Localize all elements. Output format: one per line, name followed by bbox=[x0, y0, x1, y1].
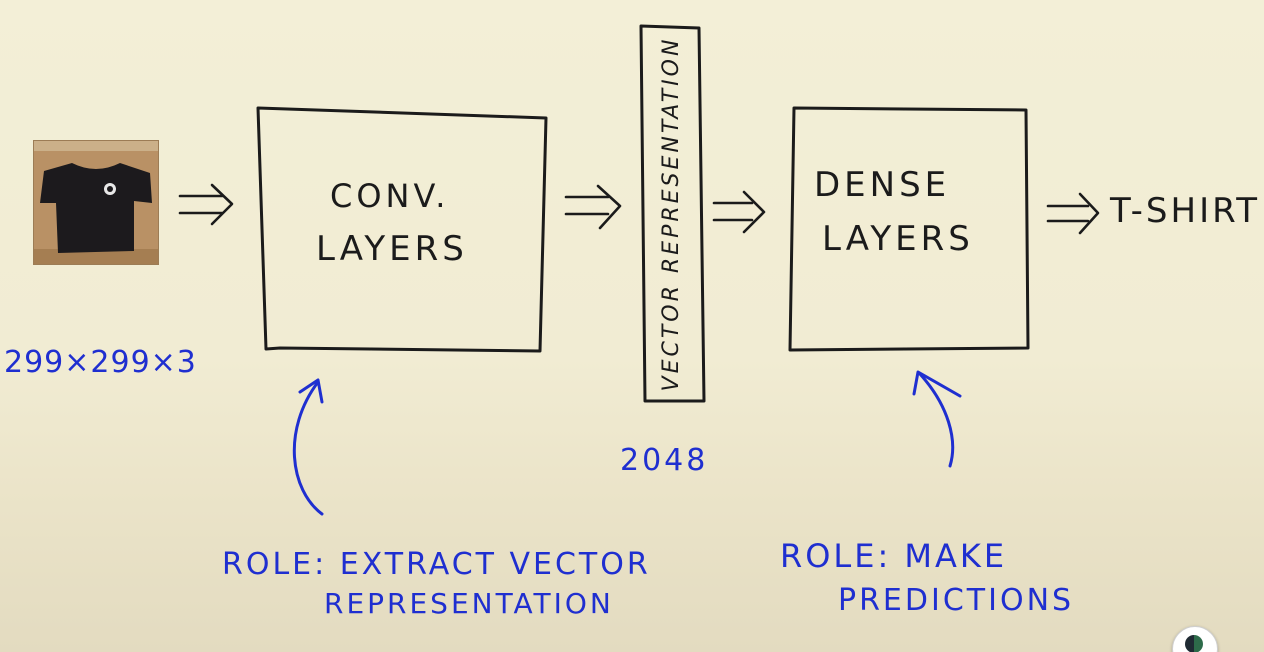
tshirt-icon bbox=[34, 141, 158, 264]
dense-role-line2: PREDICTIONS bbox=[838, 583, 1075, 618]
arrow-conv-to-vector bbox=[564, 184, 622, 230]
dense-role-arrow bbox=[918, 372, 955, 468]
conv-role-line2: REPRESENTATION bbox=[324, 587, 614, 620]
arrow-vector-to-dense bbox=[712, 190, 766, 234]
vector-dimension-label: 2048 bbox=[620, 443, 709, 478]
conv-role-line1: ROLE: EXTRACT VECTOR bbox=[222, 547, 651, 582]
vector-representation-label: VECTOR REPRESENTATION bbox=[659, 36, 684, 392]
arrow-image-to-conv bbox=[178, 183, 234, 226]
conv-role-arrow bbox=[292, 380, 324, 516]
conv-role-arrowhead bbox=[298, 378, 324, 404]
arrow-dense-to-output bbox=[1046, 192, 1100, 235]
output-label: T-SHIRT bbox=[1110, 191, 1261, 231]
input-size-label: 299×299×3 bbox=[4, 345, 197, 380]
dense-label-line2: LAYERS bbox=[822, 219, 974, 259]
dense-layers-box bbox=[788, 106, 1030, 352]
conv-label-line1: CONV. bbox=[330, 177, 450, 215]
dense-role-line1: ROLE: MAKE bbox=[780, 537, 1008, 575]
presenter-badge-logo-icon bbox=[1185, 635, 1203, 652]
dense-role-arrowhead bbox=[912, 370, 962, 398]
conv-layers-box bbox=[256, 106, 548, 353]
conv-label-line2: LAYERS bbox=[316, 229, 468, 269]
vector-representation-bar bbox=[639, 24, 706, 403]
dense-label-line1: DENSE bbox=[814, 165, 951, 205]
tshirt-photo bbox=[33, 140, 159, 265]
